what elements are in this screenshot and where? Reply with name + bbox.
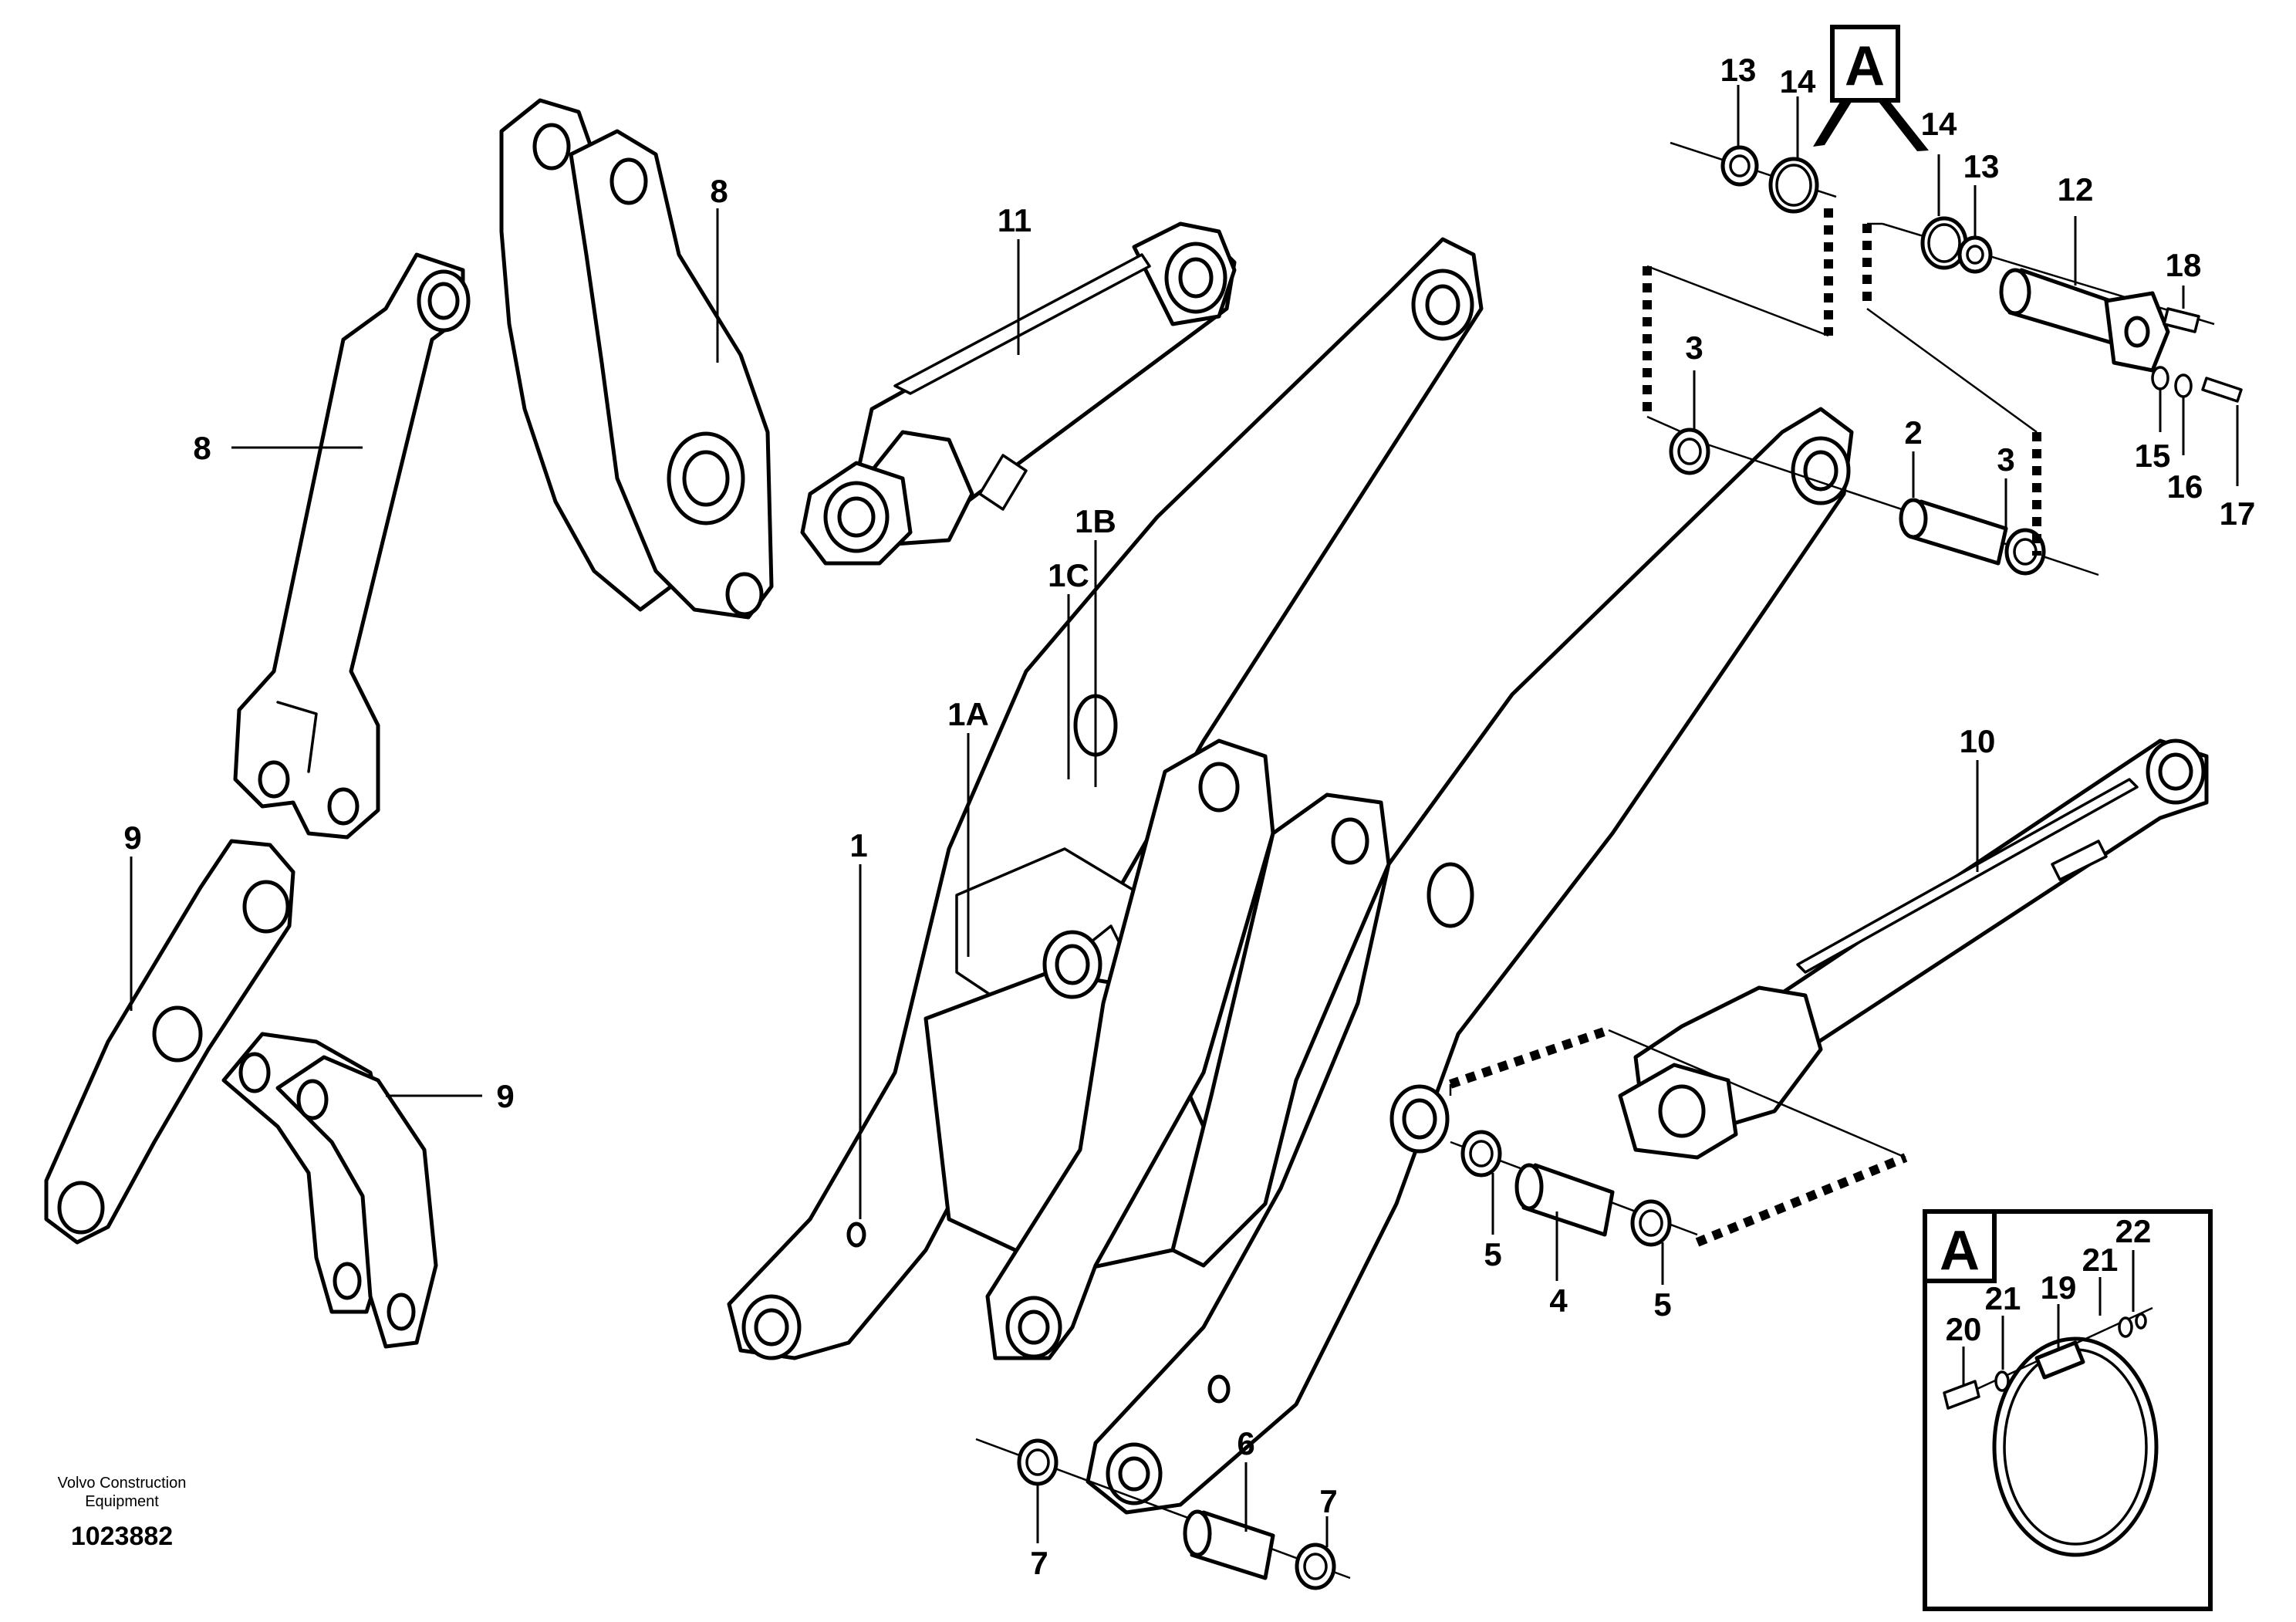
callout-3: 3 <box>1997 441 2014 478</box>
dashed-bracket-upper-left <box>1643 208 1833 434</box>
callout-1: 1 <box>849 827 867 863</box>
callout-3: 3 <box>1685 329 1703 366</box>
callout-22: 22 <box>2115 1213 2152 1249</box>
detail-badge-a: A <box>1813 25 1929 151</box>
part-9-curved-links <box>221 1032 438 1349</box>
callout-8: 8 <box>193 430 211 466</box>
callout-labels: 13 14 14 13 12 18 3 2 3 15 16 17 8 8 11 … <box>123 52 2255 1581</box>
callout-4: 4 <box>1549 1282 1568 1319</box>
callout-7: 7 <box>1319 1483 1337 1519</box>
caption-line-1: Volvo Construction <box>58 1475 187 1492</box>
callout-19: 19 <box>2041 1269 2077 1306</box>
callout-16: 16 <box>2167 468 2203 505</box>
hardware-group-a-right <box>1882 216 2243 403</box>
part-9-upper-link <box>44 839 295 1245</box>
callout-13: 13 <box>1963 148 2000 184</box>
callout-20: 20 <box>1946 1311 1982 1347</box>
callout-15: 15 <box>2135 438 2171 474</box>
callout-18: 18 <box>2166 247 2202 283</box>
svg-text:A: A <box>1940 1220 1980 1282</box>
callout-9: 9 <box>123 819 141 856</box>
callout-8: 8 <box>710 173 728 209</box>
callout-1A: 1A <box>947 696 989 732</box>
callout-10: 10 <box>1960 723 1996 759</box>
hardware-pin-group-4-5 <box>1450 1130 1698 1247</box>
hardware-pin-group-6-7 <box>975 1438 1351 1590</box>
part-11-tilt-cylinder <box>800 221 1237 566</box>
dashed-bracket-lower <box>1449 1026 1908 1247</box>
callout-14: 14 <box>1780 63 1816 100</box>
callout-2: 2 <box>1904 414 1922 451</box>
hardware-group-a-left <box>1670 141 1837 214</box>
leader-lines <box>130 85 2239 1547</box>
inset-detail-a: A 22 21 19 21 20 <box>1923 1209 2213 1611</box>
callout-14: 14 <box>1921 106 1957 142</box>
callout-7: 7 <box>1030 1545 1048 1581</box>
callout-12: 12 <box>2058 171 2094 208</box>
callout-5: 5 <box>1653 1286 1671 1323</box>
callout-13: 13 <box>1720 52 1757 88</box>
callout-9: 9 <box>496 1078 514 1114</box>
callout-21: 21 <box>1985 1280 2021 1316</box>
callout-17: 17 <box>2220 495 2256 532</box>
part-10-lift-cylinder <box>1618 738 2209 1160</box>
callout-1C: 1C <box>1048 557 1089 593</box>
callout-6: 6 <box>1237 1425 1254 1461</box>
callout-5: 5 <box>1484 1236 1501 1272</box>
dashed-bracket-upper-right <box>1862 222 2041 556</box>
callout-1B: 1B <box>1075 503 1116 539</box>
caption-block: Volvo Construction Equipment 1023882 <box>58 1475 187 1551</box>
svg-text:A: A <box>1845 35 1885 97</box>
part-8-link-rod <box>233 252 471 840</box>
caption-line-2: Equipment <box>85 1493 159 1510</box>
callout-11: 11 <box>998 202 1032 238</box>
document-number: 1023882 <box>71 1522 173 1551</box>
callout-21: 21 <box>2082 1242 2119 1278</box>
part-8-bellcrank <box>499 98 774 620</box>
part-1-cross-tube <box>923 738 1391 1360</box>
